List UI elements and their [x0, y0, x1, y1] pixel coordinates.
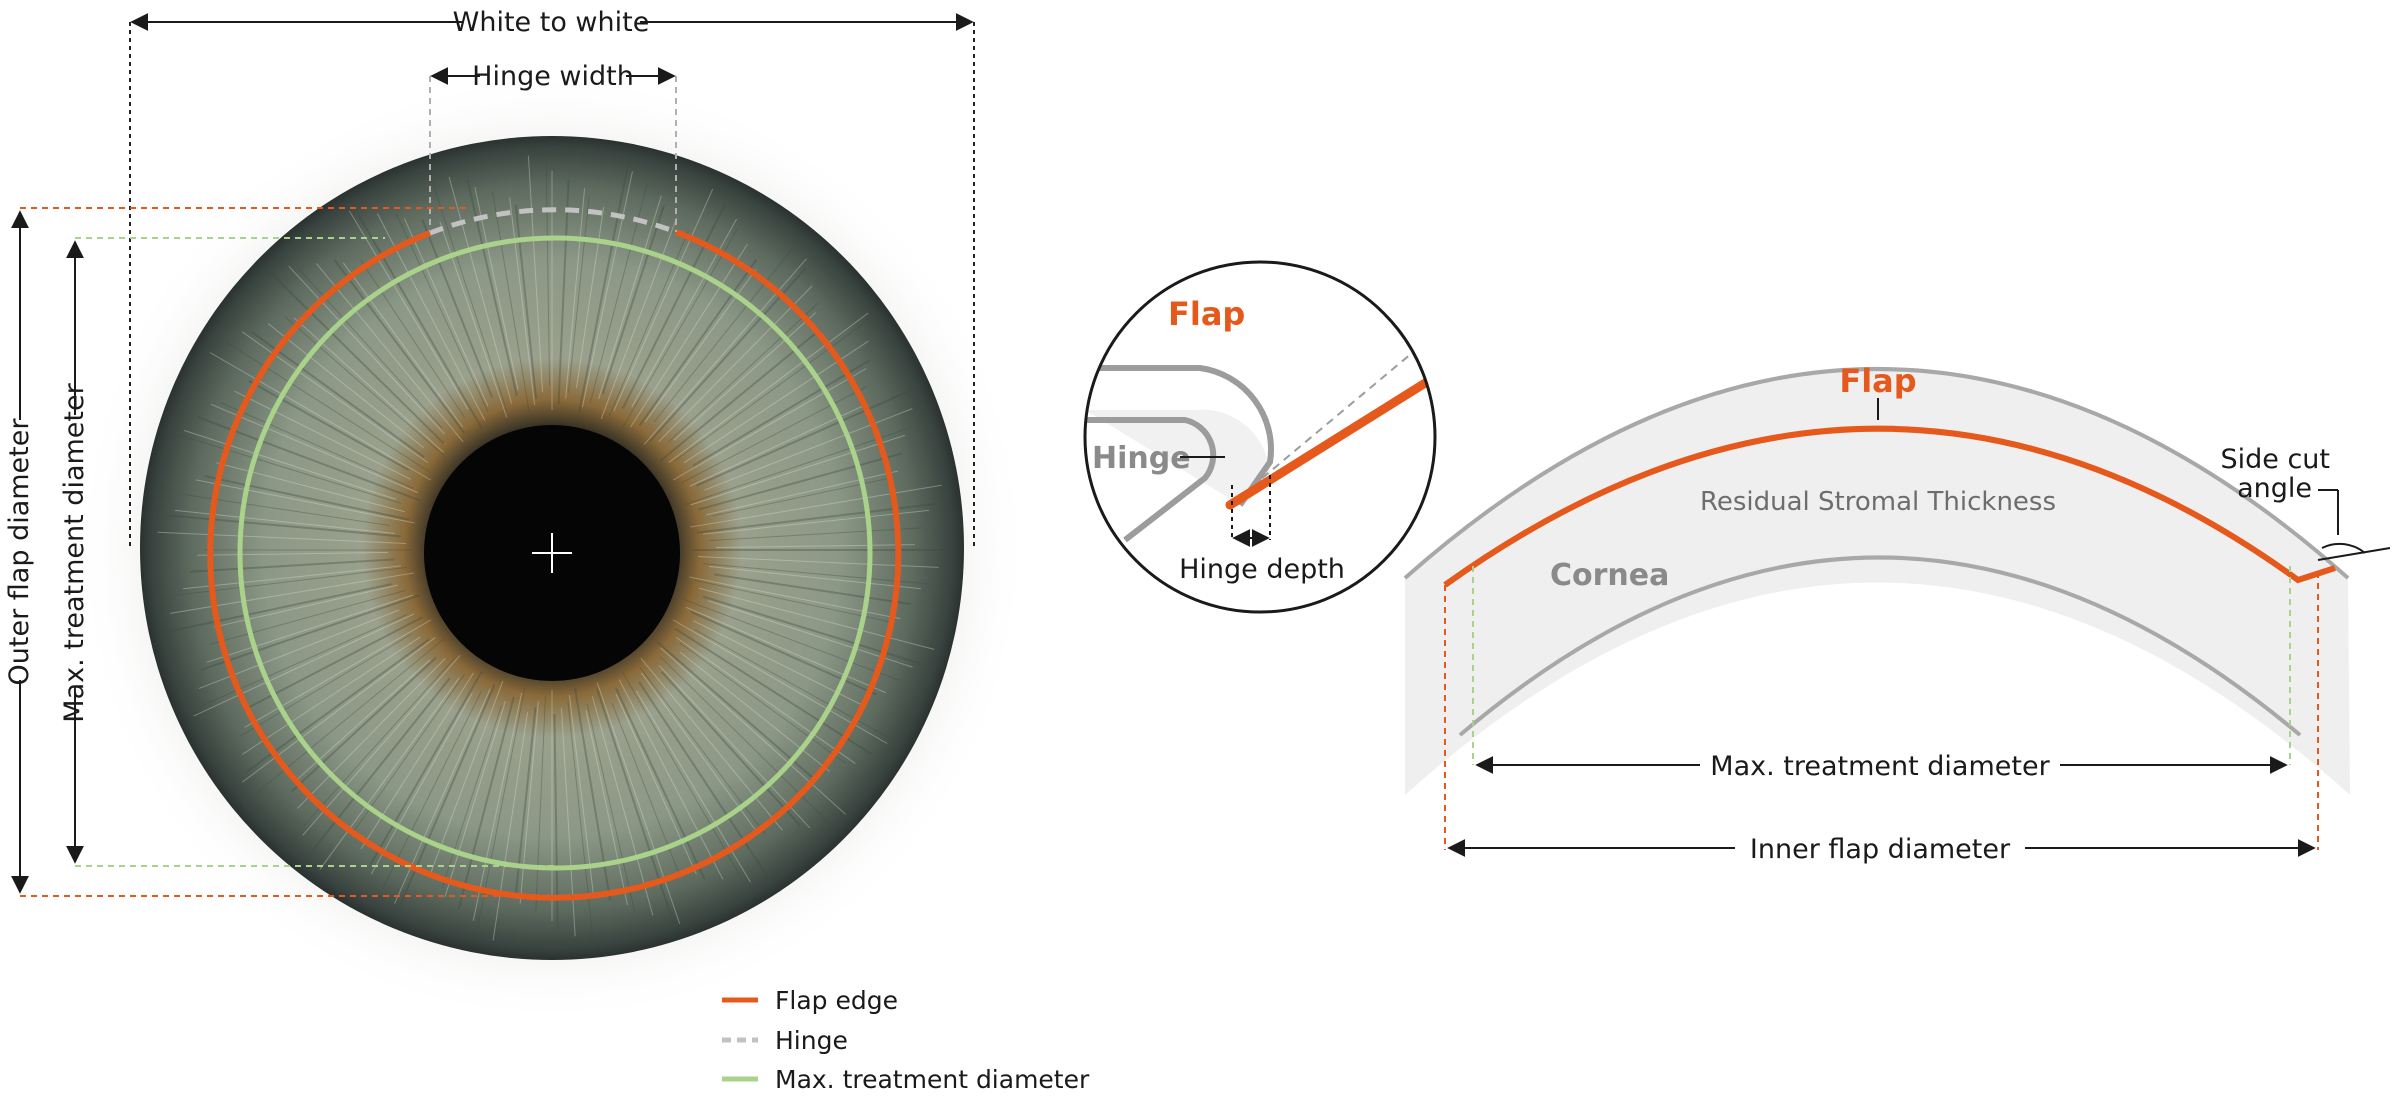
- legend-item-max-treatment: Max. treatment diameter: [722, 1065, 1090, 1094]
- hinge-outer-curve: [1085, 365, 1274, 507]
- max-treatment-diameter-dimension: Max. treatment diameter: [59, 237, 555, 867]
- legend-item-hinge: Hinge: [722, 1026, 848, 1055]
- iris-fibers: [157, 155, 947, 943]
- hinge-depth-label: Hinge depth: [1179, 554, 1345, 585]
- flap-cut-curve: [1443, 425, 2336, 588]
- hinge-width-label: Hinge width: [472, 61, 634, 92]
- angle-arc-icon: [2317, 489, 2391, 561]
- max-treatment-diameter-label-right: Max. treatment diameter: [1710, 751, 2050, 782]
- residual-stromal-thickness-label: Residual Stromal Thickness: [1700, 487, 2056, 517]
- max-treatment-ring: [237, 235, 873, 871]
- hinge-inner-curve: [1085, 417, 1217, 543]
- eye-illustration: [74, 70, 1030, 1026]
- side-cut-label-line1: Side cut: [2220, 444, 2330, 475]
- hinge-detail-inset: Flap Hinge Hinge depth: [1083, 260, 1437, 614]
- svg-text:Max. treatment diameter: Max. treatment diameter: [775, 1065, 1090, 1094]
- inner-flap-diameter-label: Inner flap diameter: [1750, 834, 2011, 865]
- hinge-arc: [429, 207, 677, 236]
- legend-item-flap-edge: Flap edge: [722, 986, 898, 1015]
- cornea-label: Cornea: [1550, 558, 1669, 593]
- hinge-width-dimension: Hinge width: [429, 61, 677, 232]
- max-treatment-diameter-label-left: Max. treatment diameter: [59, 382, 90, 722]
- white-to-white-label: White to white: [453, 7, 650, 38]
- outer-flap-diameter-label: Outer flap diameter: [4, 418, 35, 686]
- cornea-body: [1405, 369, 2350, 795]
- cornea-outer-surface: [1403, 367, 2350, 580]
- svg-text:Hinge: Hinge: [775, 1026, 848, 1055]
- side-cut-label-line2: angle: [2237, 473, 2312, 504]
- svg-text:Flap edge: Flap edge: [775, 986, 898, 1015]
- legend: Flap edge Hinge Max. treatment diameter: [722, 986, 1090, 1094]
- detail-hinge-label: Hinge: [1092, 441, 1191, 476]
- cross-flap-label: Flap: [1839, 362, 1916, 400]
- cornea-inner-surface: [1458, 555, 2302, 737]
- flap-edge-ring: [207, 229, 902, 901]
- outer-flap-diameter-dimension: Outer flap diameter: [4, 207, 555, 897]
- crosshair-icon: [532, 533, 572, 573]
- detail-flap-label: Flap: [1168, 295, 1245, 333]
- cornea-cross-section: Flap Residual Stromal Thickness Cornea S…: [1403, 362, 2391, 865]
- flap-cut-line: [1225, 375, 1435, 510]
- white-to-white-dimension: White to white: [129, 7, 975, 548]
